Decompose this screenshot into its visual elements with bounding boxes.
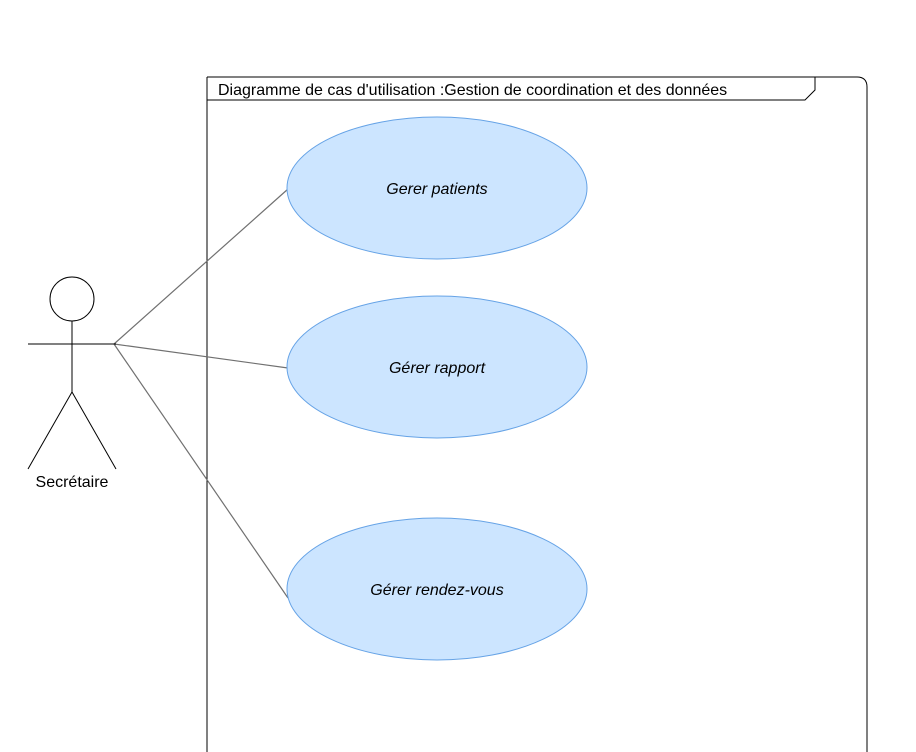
use-case-ellipse xyxy=(286,116,588,260)
frame-title: Diagramme de cas d'utilisation :Gestion … xyxy=(218,82,727,99)
frame-title-tab xyxy=(207,77,816,101)
use-case-gerer-patients[interactable]: Gerer patients xyxy=(286,116,588,260)
use-case-gerer-rendez-vous[interactable]: Gérer rendez-vous xyxy=(286,517,588,661)
actor-name: Secrétaire xyxy=(36,474,109,491)
actor-left-leg xyxy=(27,391,73,470)
use-case-label: Gérer rapport xyxy=(389,360,486,377)
actor-right-leg xyxy=(71,391,117,470)
use-case-label: Gérer rendez-vous xyxy=(370,582,503,599)
association-gerer-rendez-vous xyxy=(113,343,289,599)
association-gerer-rapport xyxy=(113,343,289,369)
use-case-ellipse xyxy=(286,295,588,439)
associations xyxy=(113,188,289,599)
use-case-gerer-rapport[interactable]: Gérer rapport xyxy=(286,295,588,439)
actor-head xyxy=(49,276,95,322)
use-case-ellipse xyxy=(286,517,588,661)
actor-secretaire[interactable]: Secrétaire xyxy=(27,276,117,491)
use-case-label: Gerer patients xyxy=(386,181,487,198)
system-frame: Diagramme de cas d'utilisation :Gestion … xyxy=(206,76,868,752)
system-frame-border xyxy=(206,76,868,752)
association-gerer-patients xyxy=(113,188,289,345)
